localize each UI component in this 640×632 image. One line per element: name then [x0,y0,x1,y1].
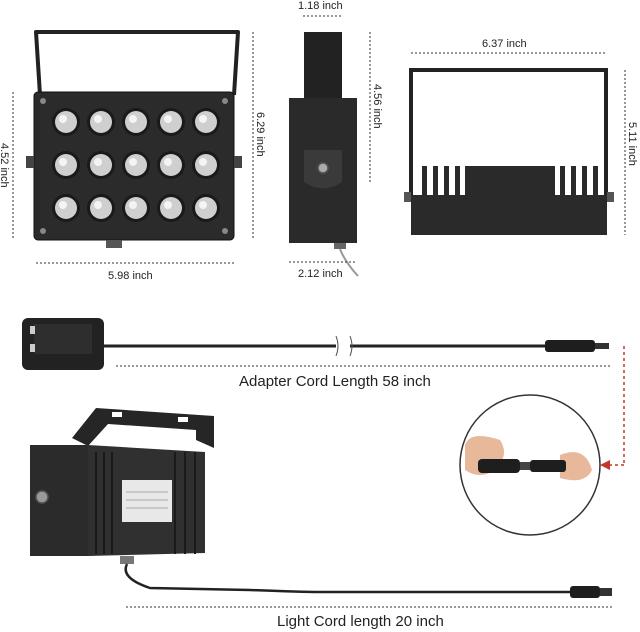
light-cord [124,563,570,594]
side-height-label: 4.56 inch [371,84,383,129]
led [125,111,147,133]
led [90,111,112,133]
led-highlight [94,115,102,123]
led-highlight [59,115,67,123]
bottom-fin [433,166,438,195]
bottom-fin [444,166,449,195]
led [55,111,77,133]
bottom-fin [560,166,565,195]
led [125,154,147,176]
perspective-cable-gland [120,556,134,564]
led-highlight [94,158,102,166]
bottom-height-label: 5.11 inch [626,122,638,166]
led [160,154,182,176]
bottom-fin [593,166,598,195]
bottom-heatsink-base [411,195,607,235]
led-highlight [129,201,137,209]
side-knob [317,162,329,174]
perspective-body [30,445,88,556]
cord-break-mark [335,335,353,357]
power-adapter [22,318,104,370]
front-height-label: 4.52 inch [0,143,10,188]
led-highlight [164,201,172,209]
bottom-view [404,68,614,235]
led-highlight [129,115,137,123]
bottom-width-label: 6.37 inch [482,38,527,50]
bottom-fin [571,166,576,195]
led [125,197,147,219]
front-bracket [34,30,240,96]
light-cord-label: Light Cord length 20 inch [277,613,444,630]
bottom-dimension-lines [411,52,626,235]
front-view [26,30,242,248]
perspective-label [122,480,172,522]
bottom-fin [422,166,427,195]
bottom-bracket [409,68,608,195]
adapter-dc-tip [595,343,609,349]
led-highlight [129,158,137,166]
front-knob-right [234,156,242,168]
bracket-height-label: 6.29 inch [254,112,266,157]
side-top-width-label: 1.18 inch [298,0,343,12]
led-highlight [164,158,172,166]
connector-arrow-head [600,460,610,470]
side-cable-gland [334,243,346,249]
perspective-light [30,408,214,564]
bottom-knob-left [404,192,411,202]
bottom-fin [455,166,460,195]
led [90,154,112,176]
connector-arrow [608,346,625,466]
light-dc-jack [570,586,600,598]
front-knob-left [26,156,34,168]
led-highlight [94,201,102,209]
led-highlight [59,158,67,166]
front-screw [222,98,228,104]
bottom-center-block [465,166,555,195]
bottom-fin [582,166,587,195]
led-grid [52,108,220,222]
front-screw [40,228,46,234]
side-dimension-lines [289,15,371,263]
perspective-bracket [72,408,214,448]
front-screw [222,228,228,234]
bottom-knob-right [607,192,614,202]
led [160,111,182,133]
connector-detail [459,394,601,536]
led [55,197,77,219]
led [195,197,217,219]
led [195,111,217,133]
led-highlight [199,115,207,123]
led [195,154,217,176]
led-highlight [164,115,172,123]
front-cable-gland [106,240,122,248]
led [90,197,112,219]
side-view [289,32,359,277]
led-highlight [59,201,67,209]
front-dimension-lines [12,32,254,264]
led-highlight [199,158,207,166]
perspective-knob [35,490,49,504]
adapter-dc-plug [545,340,595,352]
front-screw [40,98,46,104]
front-width-label: 5.98 inch [108,270,153,282]
adapter-cord-label: Adapter Cord Length 58 inch [239,373,431,390]
side-bottom-width-label: 2.12 inch [298,268,343,280]
led [55,154,77,176]
led [160,197,182,219]
led-highlight [199,201,207,209]
